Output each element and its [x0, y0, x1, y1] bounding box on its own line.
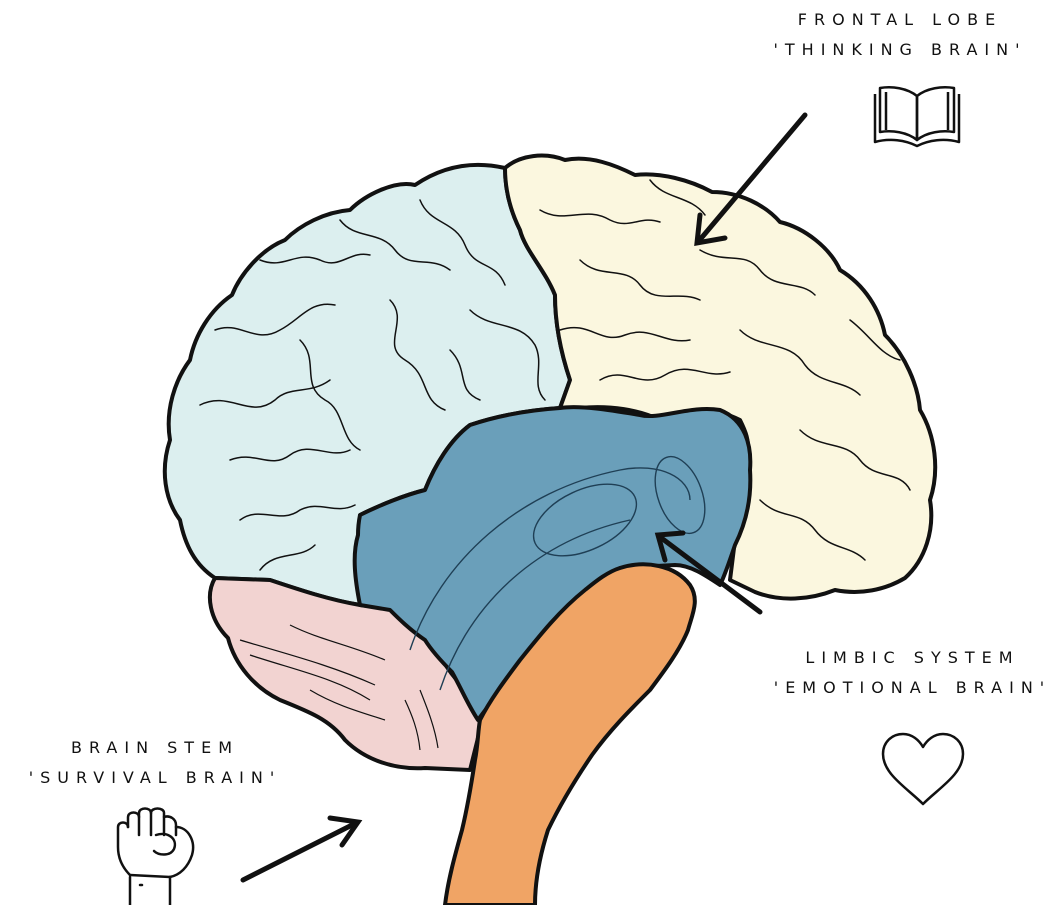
- limbic-system-title: LIMBIC SYSTEM: [765, 643, 1060, 673]
- fist-icon: [108, 805, 200, 905]
- frontal-lobe-subtitle: 'THINKING BRAIN': [745, 35, 1055, 65]
- brain-stem-label: BRAIN STEM 'SURVIVAL BRAIN': [0, 733, 310, 793]
- frontal-lobe-label: FRONTAL LOBE 'THINKING BRAIN': [745, 5, 1055, 65]
- brain-stem-subtitle: 'SURVIVAL BRAIN': [0, 763, 310, 793]
- limbic-system-subtitle: 'EMOTIONAL BRAIN': [765, 673, 1060, 703]
- book-icon: [872, 80, 962, 150]
- brain-stem-title: BRAIN STEM: [0, 733, 310, 763]
- brain-stem-arrow: [243, 818, 358, 880]
- frontal-lobe-title: FRONTAL LOBE: [745, 5, 1055, 35]
- heart-icon: [877, 730, 969, 808]
- limbic-system-label: LIMBIC SYSTEM 'EMOTIONAL BRAIN': [765, 643, 1060, 703]
